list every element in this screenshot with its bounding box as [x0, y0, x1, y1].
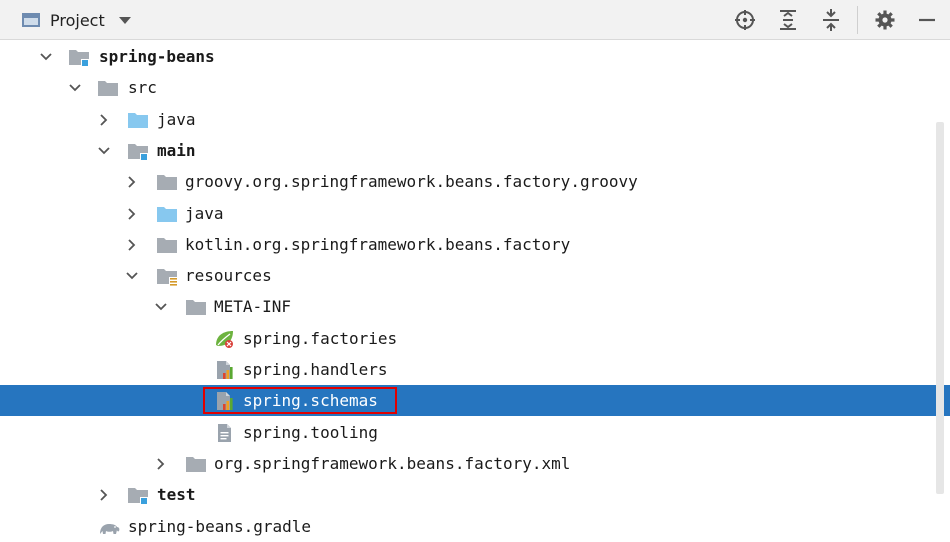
- tree-row[interactable]: resources: [0, 260, 950, 291]
- text-file-icon: [214, 423, 234, 443]
- folder-icon: [185, 297, 206, 317]
- tree-item-label: java: [157, 109, 196, 129]
- collapse-all-icon: [823, 9, 839, 31]
- tree-item-label: spring.tooling: [243, 422, 378, 442]
- project-window-icon: [22, 13, 40, 27]
- tree-item-label: java: [185, 203, 224, 223]
- tree-row[interactable]: test: [0, 479, 950, 510]
- gear-icon: [875, 10, 895, 30]
- tree-item-label: spring.handlers: [243, 360, 388, 379]
- folder-icon: [156, 172, 177, 192]
- tree-item-label: kotlin.org.springframework.beans.factory: [185, 234, 571, 254]
- tree-row[interactable]: spring.factories: [0, 323, 950, 354]
- tree-item-label: spring.schemas: [243, 391, 378, 411]
- tree-row[interactable]: java: [0, 104, 950, 135]
- tree-item-label: META-INF: [214, 297, 292, 317]
- hide-icon: [919, 18, 935, 22]
- module-folder-icon: [127, 141, 148, 161]
- tree-item-label: test: [157, 485, 196, 505]
- hide-panel-button[interactable]: [915, 8, 939, 32]
- highlight-annotation-box: [203, 387, 397, 415]
- tree-row[interactable]: src: [0, 72, 950, 103]
- chevron-down-icon[interactable]: [118, 16, 131, 24]
- spring-leaf-icon: [214, 329, 234, 349]
- chevron-right-icon[interactable]: [125, 237, 139, 251]
- tree-row[interactable]: groovy.org.springframework.beans.factory…: [0, 166, 950, 197]
- collapse-all-button[interactable]: [819, 8, 843, 32]
- tree-item-label: spring-beans: [99, 47, 215, 66]
- tree-item-label: src: [128, 78, 157, 98]
- locate-button[interactable]: [733, 8, 757, 32]
- properties-file-icon: [214, 391, 234, 411]
- source-folder-icon: [127, 110, 148, 130]
- chevron-down-icon[interactable]: [97, 143, 111, 157]
- tree-row[interactable]: spring-beans: [0, 41, 950, 72]
- expand-all-icon: [780, 10, 796, 30]
- tree-row[interactable]: org.springframework.beans.factory.xml: [0, 448, 950, 479]
- locate-icon: [735, 10, 755, 30]
- project-tree[interactable]: spring-beans src java main groovy.org.sp…: [0, 41, 950, 537]
- tree-row[interactable]: spring.handlers: [0, 354, 950, 385]
- tree-row[interactable]: spring.schemas: [0, 385, 950, 417]
- gradle-elephant-icon: [97, 517, 120, 537]
- tree-row[interactable]: main: [0, 135, 950, 166]
- chevron-down-icon[interactable]: [125, 268, 139, 282]
- tree-row[interactable]: kotlin.org.springframework.beans.factory: [0, 229, 950, 260]
- chevron-right-icon[interactable]: [154, 456, 168, 470]
- tree-item-label: main: [157, 140, 196, 160]
- folder-icon: [97, 78, 118, 98]
- tree-row[interactable]: java: [0, 198, 950, 229]
- settings-button[interactable]: [873, 8, 897, 32]
- properties-file-icon: [214, 360, 234, 380]
- tree-row[interactable]: spring-beans.gradle: [0, 511, 950, 542]
- tree-item-label: spring-beans.gradle: [128, 516, 312, 536]
- tree-item-label: org.springframework.beans.factory.xml: [214, 453, 571, 473]
- tree-item-label: spring.factories: [243, 328, 398, 348]
- source-folder-icon: [156, 204, 177, 224]
- chevron-down-icon[interactable]: [39, 49, 53, 63]
- chevron-right-icon[interactable]: [97, 112, 111, 126]
- tree-row[interactable]: META-INF: [0, 291, 950, 322]
- project-view-selector[interactable]: Project: [22, 8, 131, 32]
- folder-icon: [185, 454, 206, 474]
- tree-item-label: resources: [185, 266, 272, 286]
- folder-icon: [156, 235, 177, 255]
- toolbar-divider: [857, 6, 858, 34]
- chevron-right-icon[interactable]: [97, 487, 111, 501]
- resources-folder-icon: [156, 266, 178, 287]
- chevron-right-icon[interactable]: [125, 174, 139, 188]
- tree-row[interactable]: spring.tooling: [0, 417, 950, 448]
- chevron-down-icon[interactable]: [154, 299, 168, 313]
- panel-title: Project: [50, 10, 105, 30]
- module-folder-icon: [68, 47, 89, 67]
- tree-item-label: groovy.org.springframework.beans.factory…: [185, 172, 638, 192]
- chevron-down-icon[interactable]: [68, 80, 82, 94]
- chevron-right-icon[interactable]: [125, 206, 139, 220]
- project-toolbar: Project: [0, 0, 950, 40]
- expand-all-button[interactable]: [776, 8, 800, 32]
- module-folder-icon: [127, 485, 148, 506]
- vertical-scrollbar[interactable]: [936, 122, 944, 494]
